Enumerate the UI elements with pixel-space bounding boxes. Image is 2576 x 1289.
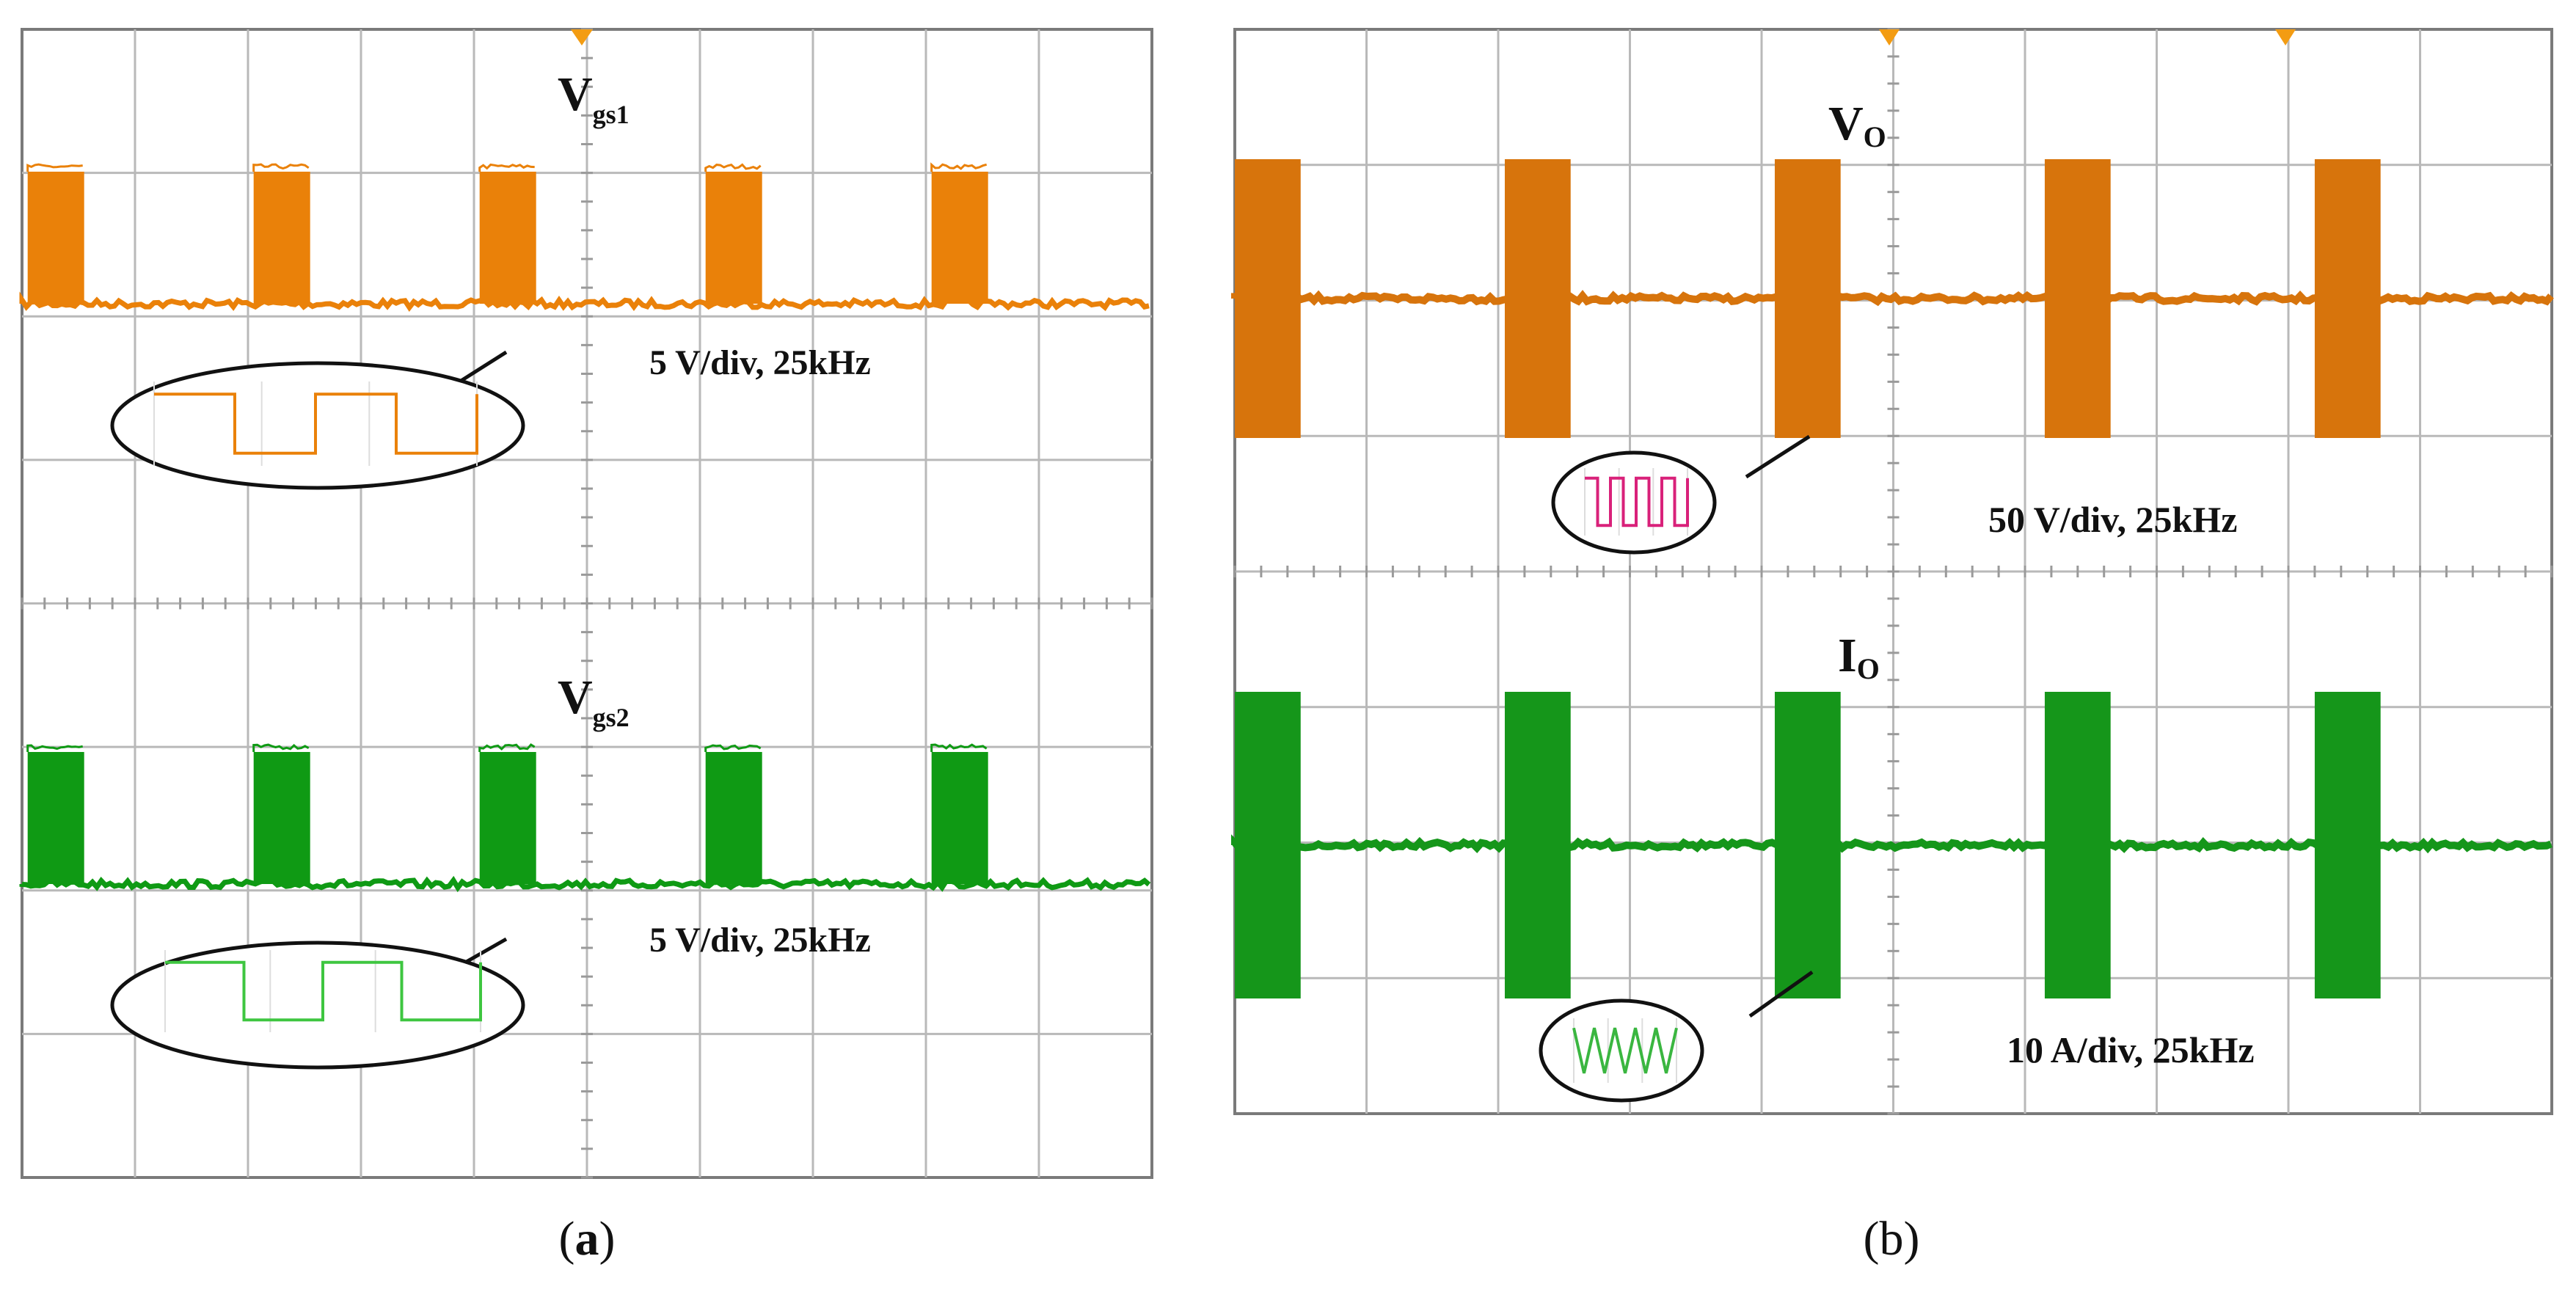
panel-b-io-scale-label: 10 A/div, 25kHz xyxy=(2007,1029,2255,1070)
pulse-top-noise xyxy=(252,743,310,752)
panel-a-traces xyxy=(19,162,1151,893)
gate-pulse-burst xyxy=(27,172,84,304)
inset-Vgs1 xyxy=(110,350,525,490)
gate-pulse-burst xyxy=(27,752,84,884)
panel-b-traces xyxy=(1231,159,2554,998)
pulse-top-noise xyxy=(26,163,83,172)
trace-Vgs1 xyxy=(19,162,1150,313)
trace-Vgs2 xyxy=(19,743,1151,893)
gate-pulse-burst xyxy=(479,752,536,884)
panel-a-vgs2-scale-label: 5 V/div, 25kHz xyxy=(649,921,871,960)
switching-burst xyxy=(1504,692,1571,998)
switching-burst xyxy=(2044,159,2111,438)
panel-b-trigger-marker-2 xyxy=(2275,29,2296,45)
switching-burst xyxy=(1504,159,1571,438)
pulse-top-noise xyxy=(704,744,762,752)
pulse-top-noise xyxy=(930,743,988,752)
gate-pulse-burst xyxy=(705,752,762,884)
inset-waveform xyxy=(1585,476,1689,527)
switching-burst xyxy=(1235,159,1301,438)
trace-baseline xyxy=(19,875,1151,893)
io-subscript: O xyxy=(1857,652,1880,685)
inset-leader-line xyxy=(1745,434,1811,479)
switching-burst xyxy=(2314,159,2381,438)
pulse-top-noise xyxy=(704,163,762,172)
panel-b-insets xyxy=(1539,434,1814,1103)
switching-burst xyxy=(1235,692,1301,998)
gate-pulse-burst xyxy=(479,172,536,304)
switching-burst xyxy=(1774,692,1841,998)
panel-a-trigger-marker xyxy=(571,29,593,45)
inset-waveform xyxy=(1572,1027,1678,1074)
inset-IO xyxy=(1539,970,1814,1103)
pulse-top-noise xyxy=(252,163,310,172)
vo-symbol: V xyxy=(1828,97,1864,150)
panel-b-scope: VO 50 V/div, 25kHz IO 10 A/div, 25kHz (b… xyxy=(1231,28,2554,1266)
vgs1-symbol: V xyxy=(558,67,593,121)
panel-a-insets xyxy=(110,350,525,1070)
switching-burst xyxy=(2044,692,2111,998)
io-symbol: I xyxy=(1838,629,1857,682)
panel-b-vo-label: VO xyxy=(1828,97,1886,153)
pulse-top-noise xyxy=(930,162,988,172)
panel-a-caption: (a) xyxy=(559,1212,616,1266)
inset-waveform xyxy=(154,392,478,455)
trace-VO xyxy=(1231,159,2554,438)
vgs1-subscript: gs1 xyxy=(593,100,630,129)
switching-burst xyxy=(1774,159,1841,438)
gate-pulse-burst xyxy=(705,172,762,304)
inset-waveform xyxy=(165,960,482,1022)
inset-ellipse xyxy=(110,361,525,490)
inset-Vgs2 xyxy=(110,937,525,1070)
panel-a-scope: Vgs1 5 V/div, 25kHz Vgs2 5 V/div, 25kHz … xyxy=(19,28,1153,1266)
panel-b-trigger-marker-1 xyxy=(1879,29,1900,45)
inset-ellipse xyxy=(110,941,525,1070)
vgs2-symbol: V xyxy=(558,671,593,724)
gate-pulse-burst xyxy=(931,172,988,304)
gate-pulse-burst xyxy=(931,752,988,884)
inset-ellipse xyxy=(1551,450,1717,555)
vo-subscript: O xyxy=(1864,120,1886,153)
pulse-top-noise xyxy=(26,744,84,752)
pulse-top-noise xyxy=(478,163,535,172)
panel-a-vgs2-label: Vgs2 xyxy=(558,671,630,732)
trace-IO xyxy=(1231,692,2553,998)
panel-a-vgs1-label: Vgs1 xyxy=(558,67,630,129)
panel-b-caption: (b) xyxy=(1864,1212,1920,1266)
panel-a-vgs1-scale-label: 5 V/div, 25kHz xyxy=(649,343,871,382)
pulse-top-noise xyxy=(478,743,536,752)
panel-b-io-label: IO xyxy=(1838,629,1880,685)
switching-burst xyxy=(2314,692,2381,998)
gate-pulse-burst xyxy=(253,752,310,884)
panel-b-vo-scale-label: 50 V/div, 25kHz xyxy=(1988,499,2237,540)
gate-pulse-burst xyxy=(253,172,310,304)
inset-leader-line xyxy=(1748,970,1814,1018)
vgs2-subscript: gs2 xyxy=(593,703,630,732)
inset-VO xyxy=(1551,434,1811,555)
